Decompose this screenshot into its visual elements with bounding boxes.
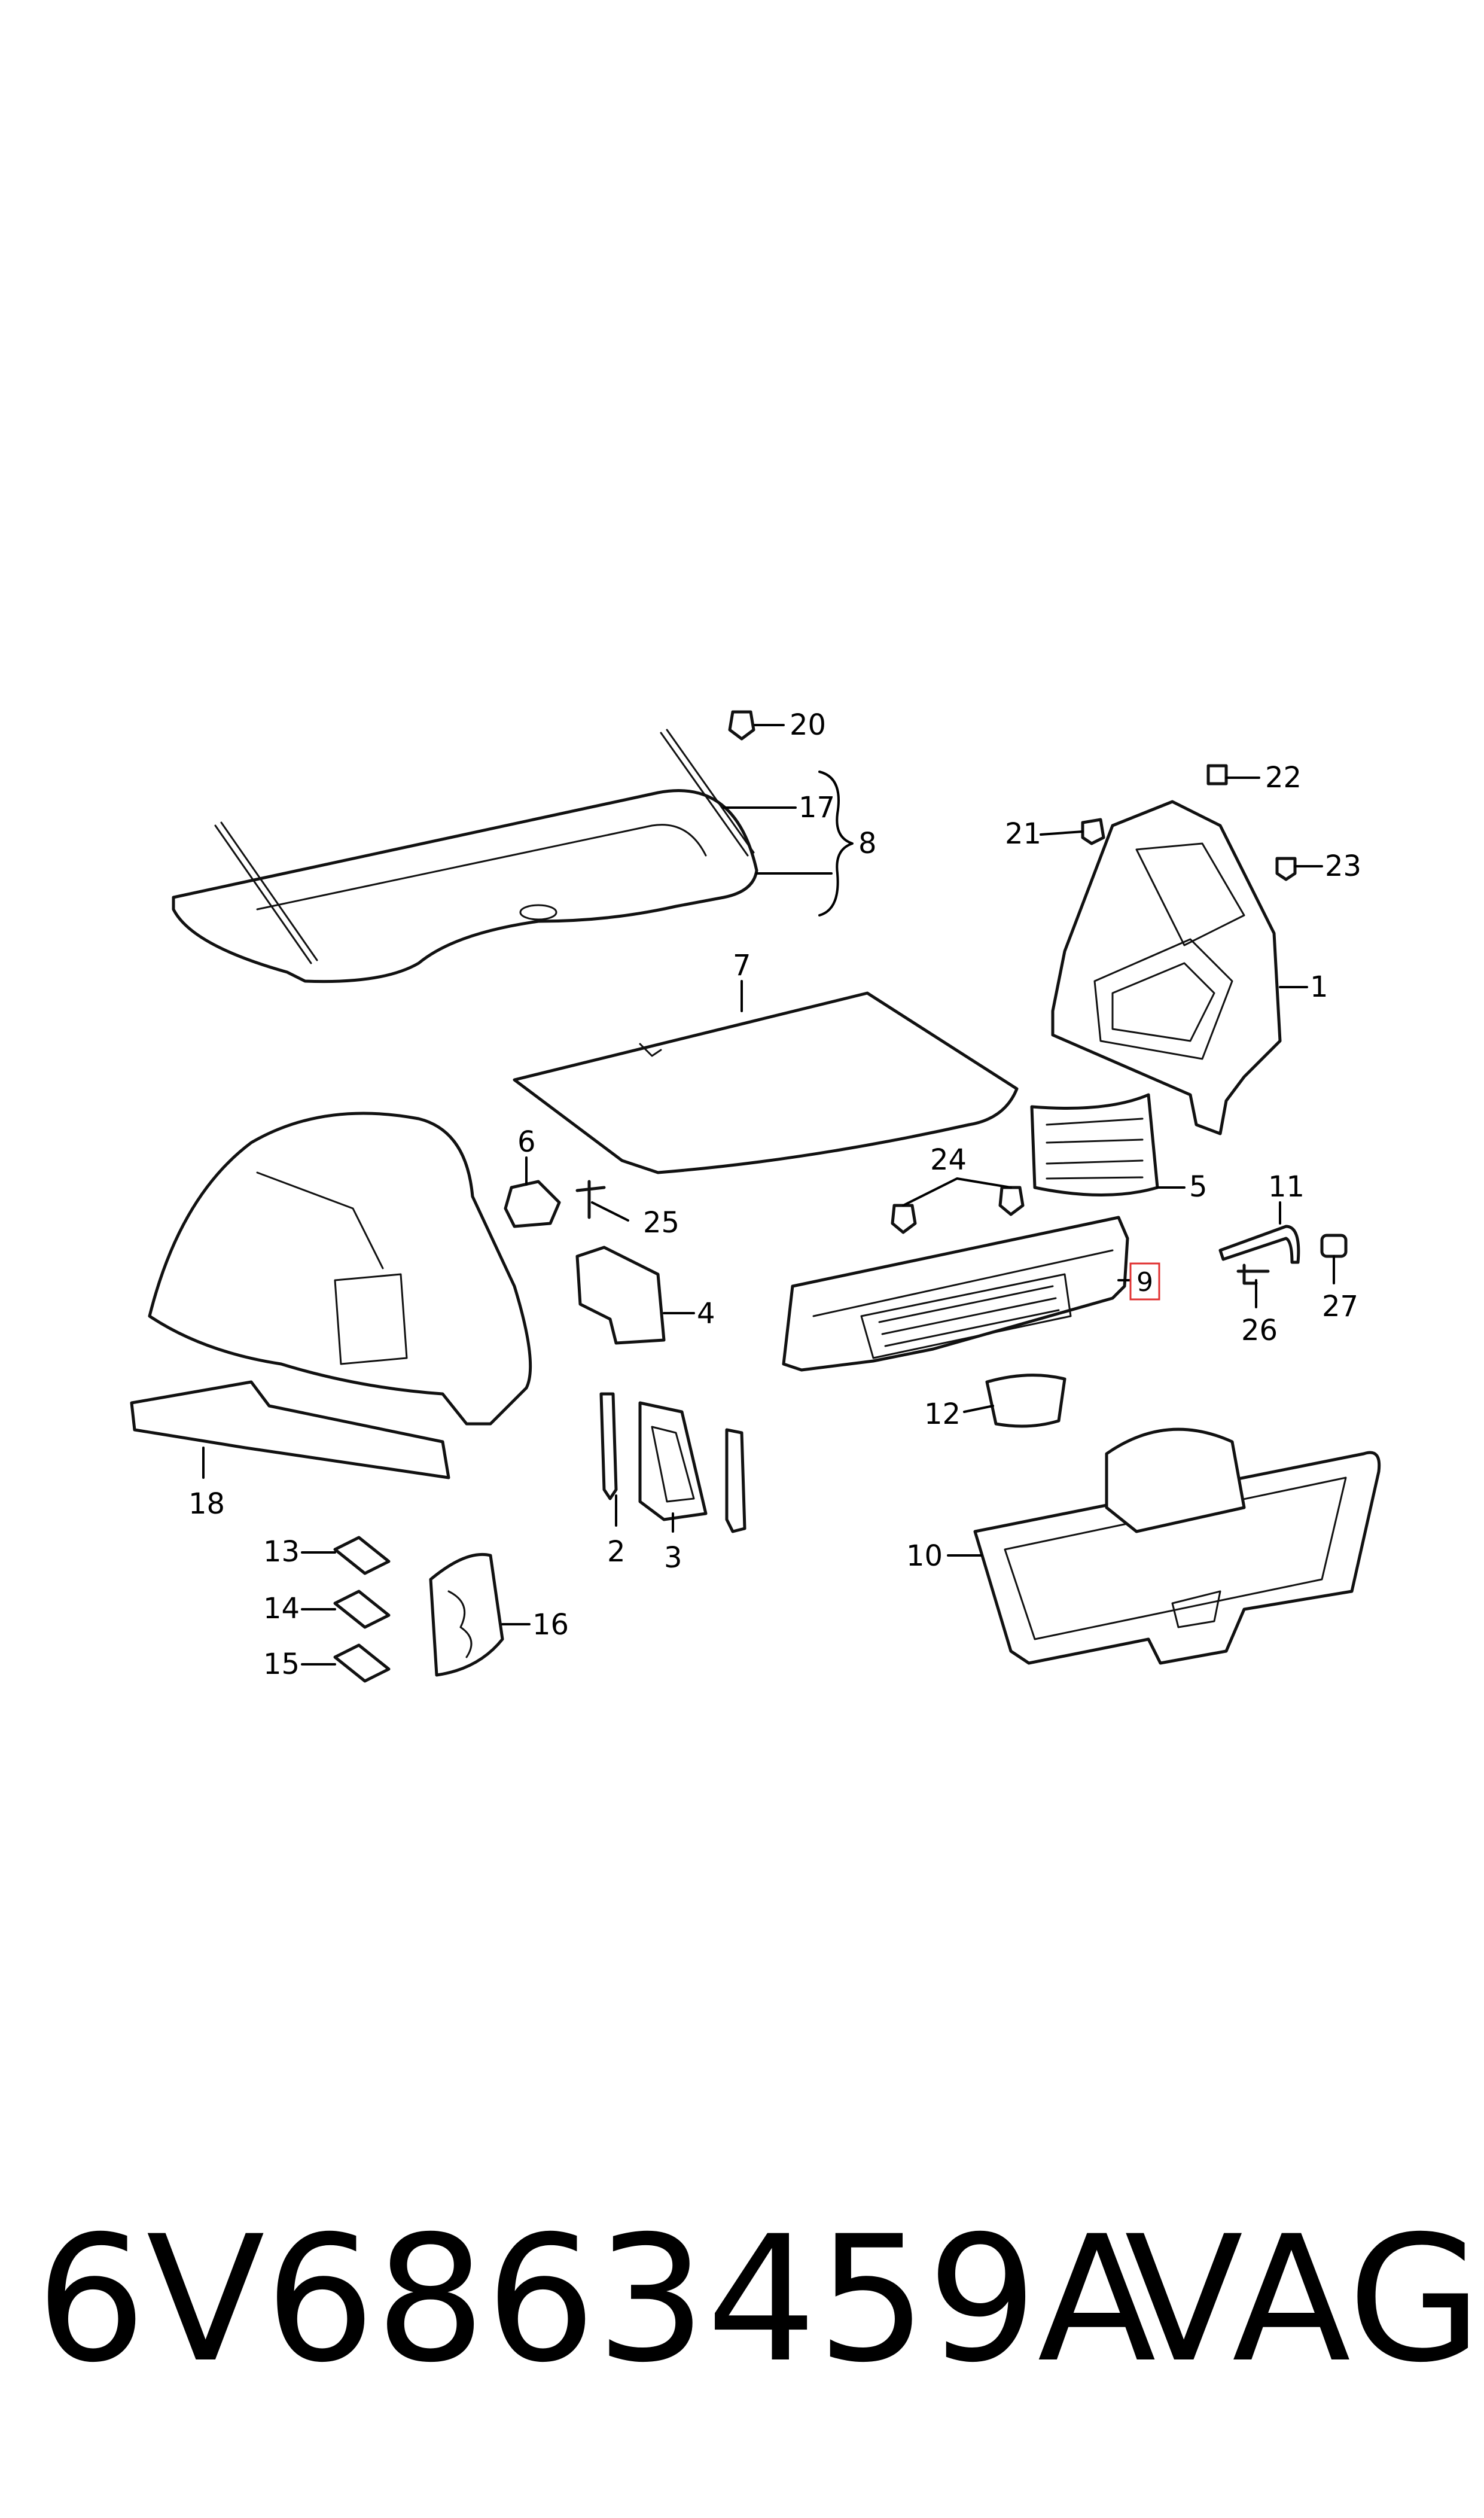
label-16: 16 [532,1608,569,1642]
label-9-highlight: 9 [1129,1262,1160,1301]
part-hook-11 [1218,1225,1300,1264]
part-cover-12 [985,1374,1066,1428]
label-4: 4 [697,1297,715,1330]
label-21: 21 [1005,817,1041,851]
label-13: 13 [263,1535,300,1569]
label-26: 26 [1241,1314,1278,1347]
label-14: 14 [263,1592,300,1625]
label-12: 12 [924,1397,961,1431]
label-24: 24 [930,1143,967,1177]
part-trim-2 [599,1392,618,1500]
label-17: 17 [799,791,835,824]
part-sill-cover-9 [782,1216,1129,1372]
label-18: 18 [188,1487,225,1521]
part-pad-15 [333,1643,391,1683]
label-10: 10 [906,1539,943,1573]
brand-name: VAG [1125,2199,1482,2401]
part-retainer-6 [504,1180,561,1228]
part-cover-5 [1030,1093,1159,1196]
part-frame-3 [638,1401,708,1521]
leader-lines [202,724,1335,1666]
part-parcel-shelf [172,729,758,984]
label-15: 15 [263,1648,300,1681]
label-25: 25 [643,1206,679,1240]
label-7: 7 [733,949,751,982]
label-23: 23 [1325,850,1361,883]
part-trim-right-small [725,1428,746,1533]
part-clip-24b [998,1186,1025,1216]
label-11: 11 [1268,1170,1305,1204]
part-bracket-4 [575,1246,666,1345]
part-screw-26 [1236,1263,1270,1285]
label-2: 2 [607,1535,626,1569]
label-5: 5 [1189,1170,1208,1204]
part-clip-25 [575,1180,606,1219]
part-clip-22 [1206,764,1228,785]
part-clip-23 [1275,857,1297,881]
label-6: 6 [517,1125,536,1159]
label-3: 3 [664,1541,682,1575]
part-nut-27 [1320,1234,1348,1258]
part-tray-10 [973,1427,1381,1665]
label-1: 1 [1310,970,1328,1004]
label-20: 20 [790,708,826,742]
part-bar-18 [130,1380,450,1479]
part-number: 6V6863459A [36,2199,1156,2401]
label-9: 9 [1136,1267,1153,1298]
part-pad-13 [333,1536,391,1575]
label-27: 27 [1322,1290,1358,1323]
label-8: 8 [858,827,877,860]
part-floor-covering [513,991,1019,1174]
label-22: 22 [1265,761,1302,794]
part-side-trim-right [1051,800,1282,1135]
part-clip-24a [891,1204,917,1234]
part-side-trim-left [148,1112,532,1426]
part-clip-21 [1081,818,1105,845]
part-insulation-16 [429,1552,504,1677]
part-pad-14 [333,1590,391,1629]
part-clip-20 [728,710,755,741]
